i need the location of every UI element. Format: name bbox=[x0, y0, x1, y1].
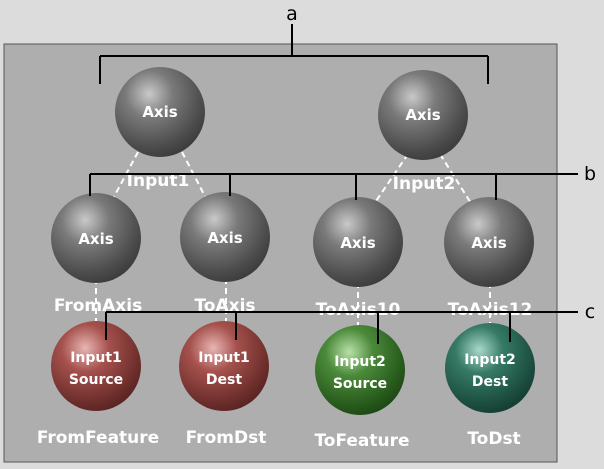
input-node-2-line1: Input1 bbox=[198, 350, 250, 366]
mid-axis-node-4-label: Axis bbox=[471, 234, 506, 252]
input-node-4: Input2 Dest bbox=[445, 323, 535, 413]
input-node-4-line2: Dest bbox=[472, 374, 508, 390]
link-axis2-left bbox=[369, 153, 409, 211]
input-node-3: Input2 Source bbox=[315, 325, 405, 415]
connector-label-3: ToAxis10 bbox=[316, 300, 401, 320]
bottom-label-1: FromFeature bbox=[37, 428, 159, 448]
callout-bracket-c bbox=[105, 311, 578, 344]
top-axis-node-right: Axis bbox=[378, 70, 468, 160]
top-axis-node-left: Axis bbox=[115, 67, 205, 157]
mid-axis-node-1: Axis bbox=[51, 193, 141, 283]
mid-axis-node-2-label: Axis bbox=[207, 229, 242, 247]
input-node-1: Input1 Source bbox=[51, 321, 141, 411]
input-node-2-line2: Dest bbox=[206, 372, 242, 388]
input-node-1-line2: Source bbox=[69, 372, 123, 388]
mid-axis-node-4: Axis bbox=[444, 197, 534, 287]
mid-axis-node-3: Axis bbox=[313, 197, 403, 287]
input-node-4-line1: Input2 bbox=[464, 352, 516, 368]
edge-group-label-left: Input1 bbox=[127, 171, 190, 191]
edge-group-label-right: Input2 bbox=[393, 174, 456, 194]
input-node-3-line2: Source bbox=[333, 376, 387, 392]
bottom-label-4: ToDst bbox=[467, 429, 520, 449]
callout-bracket-a bbox=[99, 24, 489, 84]
top-axis-node-left-label: Axis bbox=[142, 103, 177, 121]
callout-label-b: b bbox=[584, 163, 596, 185]
connector-label-4: ToAxis12 bbox=[448, 300, 533, 320]
callout-bracket-b bbox=[89, 173, 578, 200]
mid-axis-node-2: Axis bbox=[180, 192, 270, 282]
input-node-3-line1: Input2 bbox=[334, 354, 386, 370]
mid-axis-node-1-label: Axis bbox=[78, 230, 113, 248]
mid-axis-node-3-label: Axis bbox=[340, 234, 375, 252]
link-axis2-right bbox=[439, 153, 475, 209]
callout-label-a: a bbox=[286, 3, 298, 25]
input-node-1-line1: Input1 bbox=[70, 350, 122, 366]
top-axis-node-right-label: Axis bbox=[405, 106, 440, 124]
input-node-2: Input1 Dest bbox=[179, 321, 269, 411]
bottom-label-2: FromDst bbox=[186, 428, 267, 448]
callout-label-c: c bbox=[585, 301, 595, 323]
bottom-label-3: ToFeature bbox=[314, 431, 409, 451]
